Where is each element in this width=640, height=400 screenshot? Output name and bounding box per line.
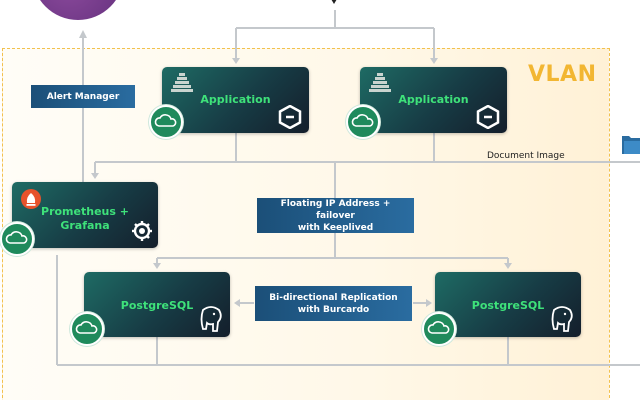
folder-icon — [622, 136, 640, 154]
prometheus-grafana-node[interactable]: Prometheus + Grafana — [12, 182, 158, 248]
application-node-1[interactable]: Application — [162, 67, 309, 133]
postgresql-title: PostgreSQL — [471, 299, 545, 312]
cloud-icon — [5, 231, 28, 244]
prometheus-title-line1: Prometheus + — [41, 205, 129, 218]
pyramid-icon — [171, 73, 193, 92]
cloud-icon — [75, 321, 98, 334]
grafana-icon — [132, 221, 152, 241]
prometheus-title-line2: Grafana — [60, 219, 110, 232]
alert-manager-label: Alert Manager — [31, 85, 135, 108]
g-logo-icon — [278, 105, 302, 129]
postgresql-title: PostgreSQL — [120, 299, 194, 312]
prometheus-icon — [21, 189, 41, 209]
application-title: Application — [398, 93, 469, 106]
pyramid-icon — [369, 73, 391, 92]
top-connector-marker — [328, 0, 340, 4]
postgresql-node-2[interactable]: PostgreSQL — [435, 272, 581, 337]
postgresql-1-cloud-badge — [70, 312, 104, 346]
floating-ip-line1: Floating IP Address + failover — [280, 198, 391, 221]
alert-manager-text: Alert Manager — [46, 91, 120, 102]
vlan-label: VLAN — [528, 62, 597, 87]
postgresql-elephant-icon — [551, 306, 573, 332]
replication-line2: with Burcardo — [297, 304, 370, 315]
postgresql-node-1[interactable]: PostgreSQL — [84, 272, 230, 337]
postgresql-elephant-icon — [200, 306, 222, 332]
g-logo-icon — [476, 105, 500, 129]
cloud-icon — [427, 321, 450, 334]
replication-line1: Bi-directional Replication — [269, 292, 398, 303]
cloud-icon — [154, 114, 177, 127]
floating-ip-line2: with Keeplived — [297, 222, 374, 233]
floating-ip-label: Floating IP Address + failover with Keep… — [257, 198, 414, 233]
document-image-label: Document Image — [487, 151, 565, 161]
postgresql-2-cloud-badge — [422, 312, 456, 346]
application-1-cloud-badge — [149, 105, 183, 139]
cloud-icon — [351, 114, 374, 127]
application-node-2[interactable]: Application — [360, 67, 507, 133]
prometheus-cloud-badge — [0, 222, 34, 256]
application-title: Application — [200, 93, 271, 106]
application-2-cloud-badge — [346, 105, 380, 139]
replication-label: Bi-directional Replication with Burcardo — [255, 286, 412, 321]
